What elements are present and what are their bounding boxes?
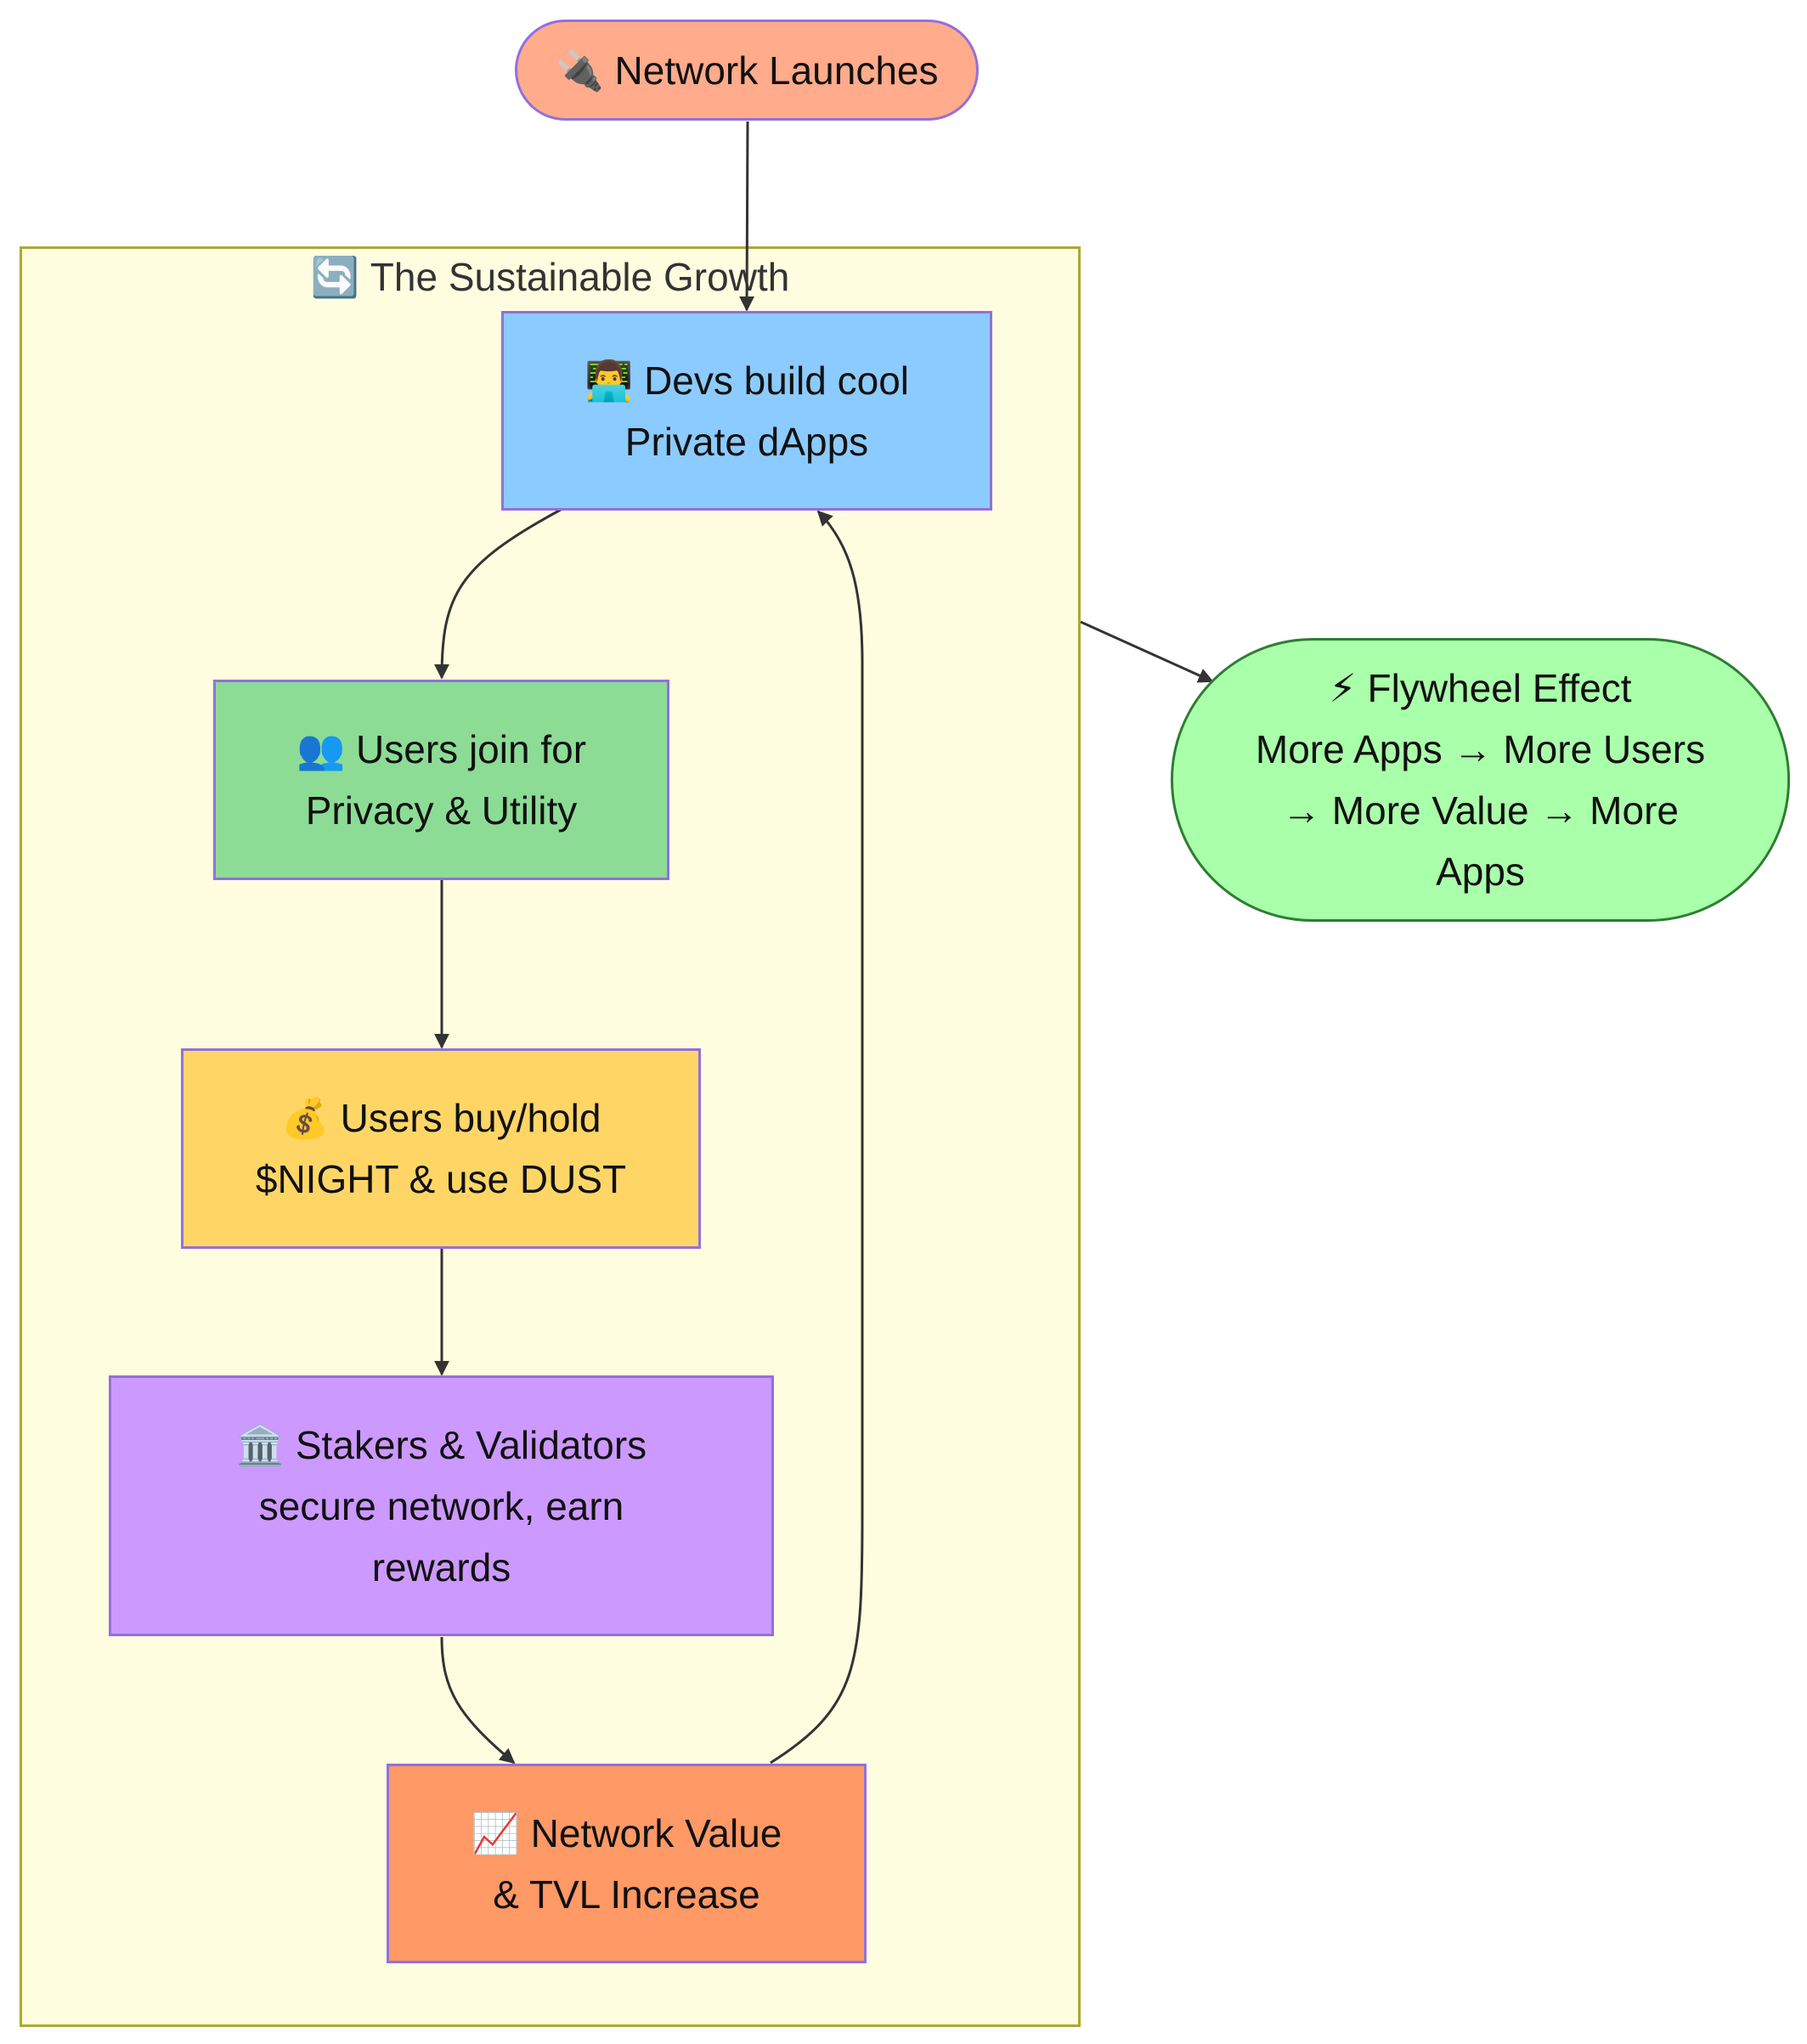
flywheel-line-2: More Apps → More Users (1255, 727, 1706, 771)
stakers-line-3: rewards (371, 1544, 511, 1589)
flywheel-line-4: Apps (1436, 850, 1525, 894)
buy-line-1: Users buy/hold (340, 1096, 601, 1140)
bank-icon: 🏛️ (235, 1422, 285, 1467)
stakers-validators-node: 🏛️ Stakers & Validators secure network, … (109, 1375, 774, 1636)
cycle-icon: 🔄 (310, 255, 359, 299)
edge-value-to-devs (770, 510, 864, 1765)
users-line-2: Privacy & Utility (305, 788, 578, 833)
users-icon: 👥 (296, 727, 346, 771)
value-line-2: & TVL Increase (493, 1872, 760, 1917)
buy-line-2: $NIGHT & use DUST (255, 1157, 627, 1201)
lightning-icon: ⚡ (1329, 666, 1357, 710)
flywheel-line-1: Flywheel Effect (1367, 666, 1632, 710)
stakers-line-1: Stakers & Validators (295, 1422, 647, 1467)
devs-build-node: 👨‍💻 Devs build cool Private dApps (501, 311, 992, 511)
stakers-line-2: secure network, earn (258, 1483, 624, 1528)
cluster-title: 🔄 The Sustainable Growth (0, 246, 1100, 308)
plug-icon: 🔌 (555, 48, 604, 93)
edge-stakers-to-value (440, 1636, 516, 1765)
network-launches-label: Network Launches (614, 48, 939, 93)
money-bag-icon: 💰 (280, 1096, 330, 1140)
edge-devs-to-users (434, 508, 562, 680)
users-buy-node: 💰 Users buy/hold $NIGHT & use DUST (181, 1048, 701, 1249)
devs-line-2: Private dApps (624, 419, 869, 464)
edge-start-to-devs (739, 121, 755, 312)
edge-cluster-to-flywheel (1080, 620, 1214, 683)
chart-increasing-icon: 📈 (471, 1810, 520, 1855)
devs-line-1: Devs build cool (644, 358, 909, 403)
flywheel-line-3: → More Value → More (1282, 788, 1679, 833)
network-launches-node: 🔌 Network Launches (515, 20, 979, 121)
users-line-1: Users join for (356, 727, 587, 771)
flywheel-effect-node: ⚡ Flywheel Effect More Apps → More Users… (1171, 638, 1790, 922)
cluster-title-text: The Sustainable Growth (370, 255, 790, 299)
value-line-1: Network Value (530, 1810, 782, 1855)
developer-icon: 👨‍💻 (584, 358, 634, 403)
network-value-node: 📈 Network Value & TVL Increase (387, 1764, 867, 1963)
users-join-node: 👥 Users join for Privacy & Utility (213, 680, 669, 880)
